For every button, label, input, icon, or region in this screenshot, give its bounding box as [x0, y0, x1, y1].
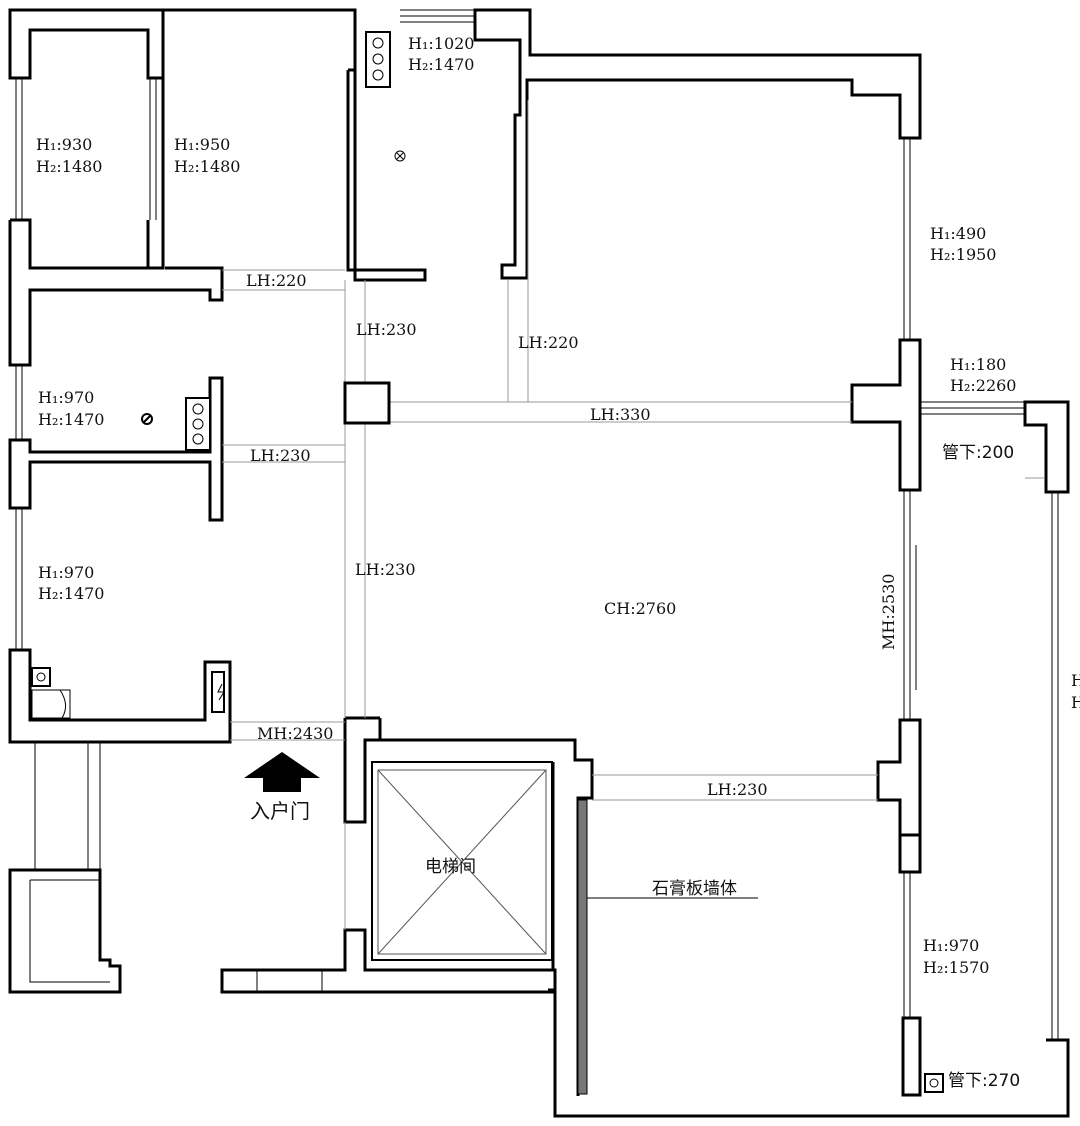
entry-door-label: 入户门 — [250, 799, 310, 823]
beam-lines — [222, 100, 1045, 930]
svg-text:H₁:970: H₁:970 — [38, 563, 94, 582]
beam-label-lh230-b: LH:230 — [250, 446, 311, 465]
window-label-8: H₁:970 H₂:1570 — [923, 936, 989, 977]
ceiling-height-label: CH:2760 — [604, 599, 676, 618]
window-label-3: H₁:1020 H₂:1470 — [408, 34, 474, 74]
edge-fragment-1: H — [1071, 671, 1080, 690]
window-lines — [15, 9, 1059, 1040]
side-door-height-label: MH:2530 — [879, 574, 898, 650]
pipe-stack-mid — [185, 397, 211, 451]
beam-label-lh230-c: LH:230 — [355, 560, 416, 579]
edge-fragment-2: H — [1071, 693, 1080, 712]
svg-text:H₂:2260: H₂:2260 — [950, 376, 1016, 395]
beam-label-lh220-b: LH:220 — [518, 333, 579, 352]
beam-label-lh330: LH:330 — [590, 405, 651, 424]
svg-text:H₂:1480: H₂:1480 — [36, 157, 102, 176]
gypsum-wall-label: 石膏板墙体 — [652, 878, 737, 899]
pipe-label-bottom: 管下:270 — [948, 1071, 1020, 1091]
svg-text:H₂:1470: H₂:1470 — [38, 410, 104, 429]
window-label-4: H₁:490 H₂:1950 — [930, 224, 996, 264]
structural-column — [343, 381, 391, 425]
svg-text:H₁:930: H₁:930 — [36, 135, 92, 154]
svg-text:H₂:1570: H₂:1570 — [923, 958, 989, 977]
drain-icon — [141, 413, 153, 425]
svg-text:H₁:970: H₁:970 — [923, 936, 979, 955]
svg-text:H₂:1470: H₂:1470 — [408, 55, 474, 74]
exterior-walls — [8, 8, 1070, 1118]
beam-label-lh220-a: LH:220 — [246, 271, 307, 290]
floor-drain-icon — [394, 150, 406, 162]
beam-label-lh230-a: LH:230 — [356, 320, 417, 339]
elevator-room-label: 电梯间 — [425, 857, 476, 877]
svg-text:H₂:1950: H₂:1950 — [930, 245, 996, 264]
elevator-shaft — [371, 761, 553, 961]
window-label-1: H₁:930 H₂:1480 — [36, 135, 102, 176]
window-label-5: H₁:970 H₂:1470 — [38, 388, 104, 429]
svg-text:H₁:180: H₁:180 — [950, 355, 1006, 374]
svg-text:H₂:1480: H₂:1480 — [174, 157, 240, 176]
svg-text:H₁:950: H₁:950 — [174, 135, 230, 154]
pipe-label-top: 管下:200 — [942, 443, 1014, 463]
meter-box-icon — [211, 671, 225, 713]
svg-text:H₁:1020: H₁:1020 — [408, 34, 474, 53]
window-label-6: H₁:180 H₂:2260 — [950, 355, 1016, 395]
window-label-2: H₁:950 H₂:1480 — [174, 135, 240, 176]
pipe-small-icon — [924, 1073, 944, 1093]
kitchen-fixture-icon — [31, 667, 71, 719]
entry-door-height-label: MH:2430 — [257, 724, 333, 743]
svg-text:H₁:490: H₁:490 — [930, 224, 986, 243]
beam-label-lh230-d: LH:230 — [707, 780, 768, 799]
gypsum-wall-strip — [577, 799, 588, 1095]
entry-arrow-icon — [244, 752, 320, 792]
svg-text:H₁:970: H₁:970 — [38, 388, 94, 407]
window-label-7: H₁:970 H₂:1470 — [38, 563, 104, 603]
svg-text:H₂:1470: H₂:1470 — [38, 584, 104, 603]
pipe-stack-top — [365, 31, 391, 88]
